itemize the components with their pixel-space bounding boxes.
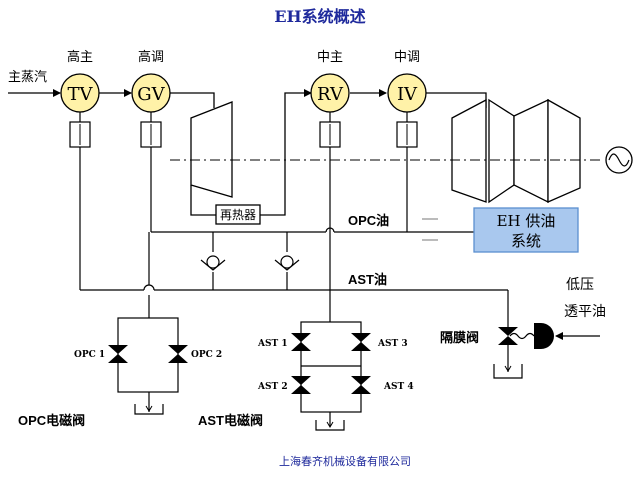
ip-control-label: 中调 <box>394 50 420 65</box>
company-name: 上海春齐机械设备有限公司 <box>279 454 411 468</box>
ip-turbine <box>451 98 487 203</box>
eh-supply-box <box>473 207 579 253</box>
hp-main-label: 高主 <box>67 49 93 65</box>
ast3-valve <box>351 333 371 351</box>
diaphragm-valve-label: 隔膜阀 <box>440 330 479 346</box>
ip-main-label: 中主 <box>317 50 343 65</box>
opc2-label: OPC 2 <box>191 350 222 360</box>
main-steam-label: 主蒸汽 <box>8 70 47 85</box>
low-pressure-label-1: 低压 <box>566 277 594 293</box>
hp-turbine <box>190 101 233 198</box>
rv-valve: RV <box>310 73 350 113</box>
ast-solenoid-label: AST电磁阀 <box>198 413 263 428</box>
opc1-valve <box>108 345 128 363</box>
diagram-title: EH系统概述 <box>274 7 365 26</box>
lp-turbine-exhaust <box>547 98 581 203</box>
ast1-valve <box>291 333 311 351</box>
ast-oil-label: AST油 <box>348 272 387 287</box>
reheater-to-rv-pipe <box>260 89 312 216</box>
check-valve-right <box>274 232 300 290</box>
tv-valve: TV <box>60 73 100 113</box>
eh-supply-line2: 系统 <box>511 232 541 250</box>
hp-exhaust-to-reheater-pipe <box>190 185 216 216</box>
ast4-label: AST 4 <box>383 382 414 392</box>
ast2-valve <box>291 376 311 394</box>
tv-label: TV <box>67 84 93 105</box>
rv-label: RV <box>317 84 344 105</box>
iv-label: IV <box>397 84 418 105</box>
opc-oil-label: OPC油 <box>348 213 389 228</box>
hp-control-label: 高调 <box>138 49 164 65</box>
ast4-valve <box>351 376 371 394</box>
opc-solenoid-group <box>117 317 179 415</box>
gv-valve: GV <box>131 73 171 113</box>
gv-actuator <box>140 121 162 148</box>
reheater-label: 再热器 <box>220 208 256 222</box>
low-pressure-label-2: 透平油 <box>564 304 606 320</box>
opc-crossover <box>325 227 335 233</box>
ast3-label: AST 3 <box>377 339 408 349</box>
gv-label: GV <box>137 84 165 105</box>
opc-solenoid-label: OPC电磁阀 <box>18 413 85 428</box>
check-valve-left <box>200 232 226 290</box>
diaphragm-actuator <box>534 323 554 349</box>
generator-sine-icon <box>608 153 630 167</box>
iv-actuator <box>396 121 418 148</box>
gv-to-hp-turbine-pipe <box>170 92 215 108</box>
iv-valve: IV <box>387 73 427 113</box>
ast-crossover <box>143 284 155 291</box>
ast1-label: AST 1 <box>257 339 288 349</box>
ast2-label: AST 2 <box>257 382 288 392</box>
opc2-valve <box>168 345 188 363</box>
eh-supply-line1: EH 供油 <box>497 212 556 230</box>
opc1-label: OPC 1 <box>74 350 105 360</box>
diaphragm-valve <box>493 323 554 379</box>
rv-actuator <box>319 121 341 148</box>
ast-solenoid-group <box>300 321 362 431</box>
lp-turbine <box>488 98 515 204</box>
lp-turbine-rear <box>513 98 549 204</box>
tv-actuator <box>69 121 91 148</box>
